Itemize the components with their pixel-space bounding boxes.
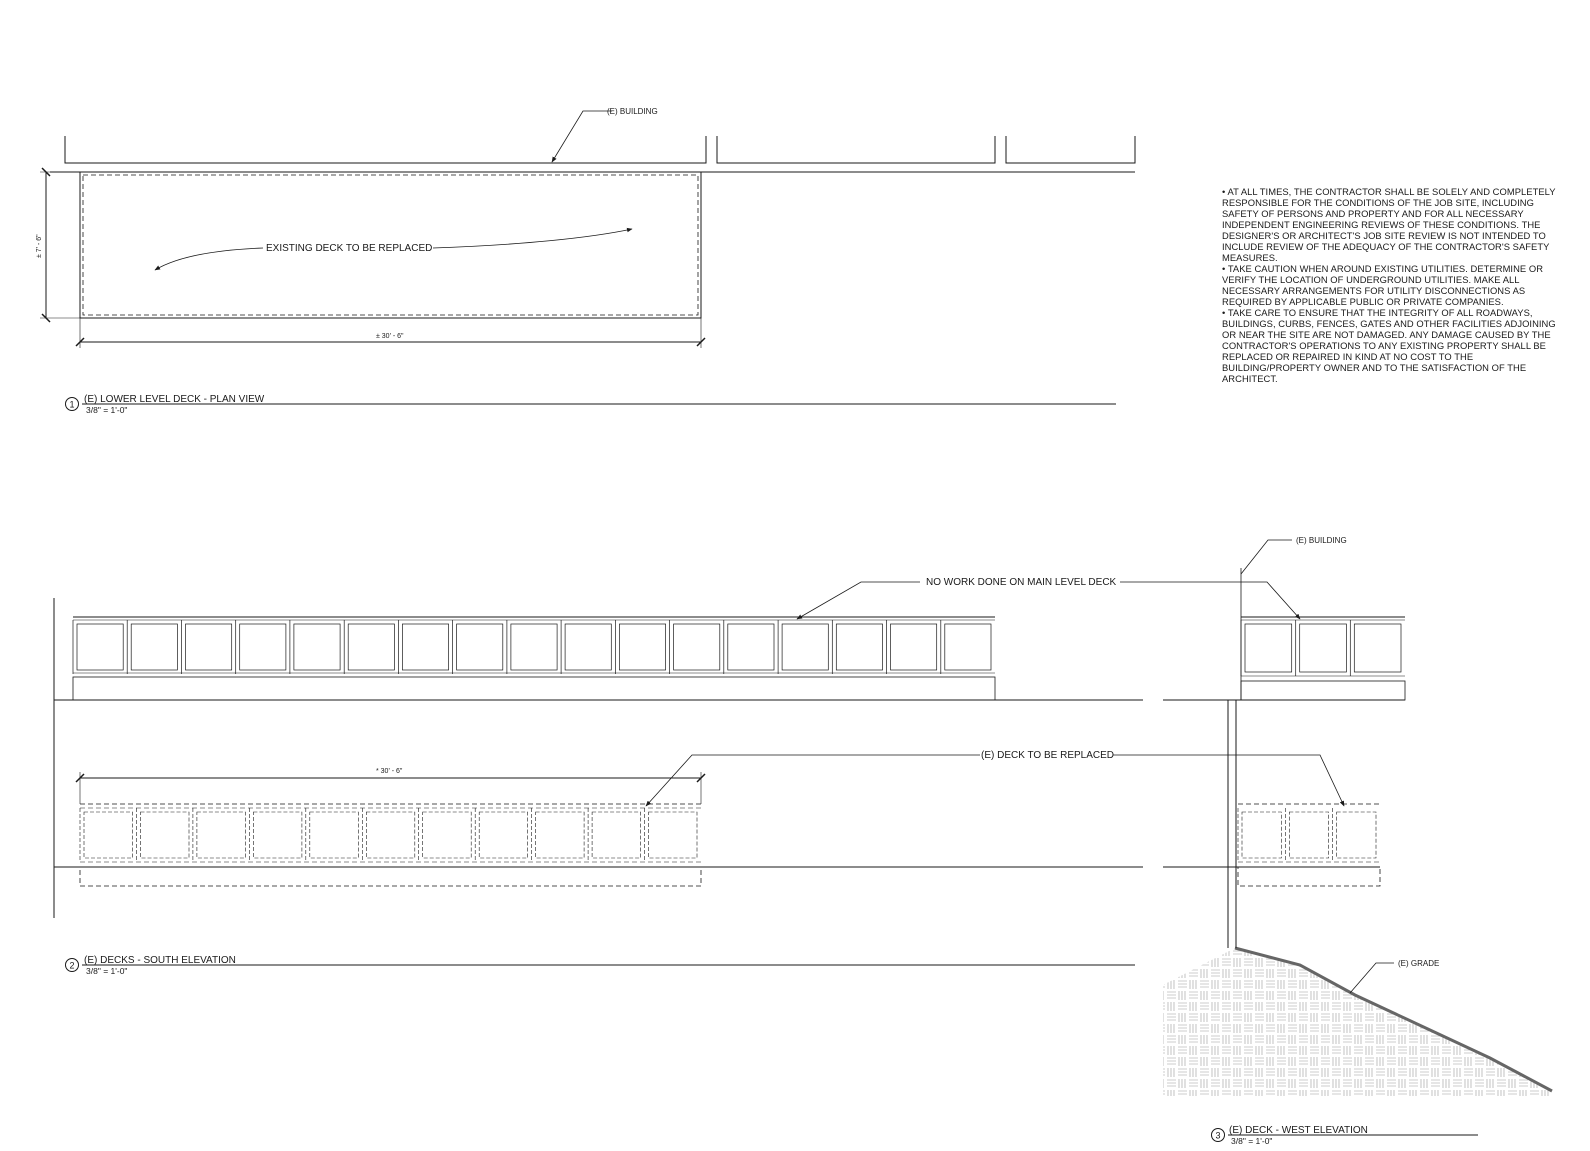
rail-panel	[76, 623, 124, 671]
e-building-label-2: (E) BUILDING	[1296, 536, 1347, 545]
deck-replaced-leader-left	[645, 754, 980, 807]
plan-view	[40, 110, 1136, 411]
rail-panel	[944, 623, 992, 671]
grade-line	[1234, 946, 1553, 1093]
view1-scale: 3/8" = 1'-0"	[86, 405, 127, 415]
deck-outline	[79, 171, 702, 319]
rail-panel	[239, 623, 287, 671]
rail-panel	[402, 623, 449, 671]
rail-panel	[890, 623, 938, 671]
view2-number: 2	[69, 961, 74, 971]
rail-panel-dashed	[535, 811, 585, 859]
rail-panel	[619, 623, 666, 671]
west-elevation	[1163, 539, 1553, 1142]
view2-scale: 3/8" = 1'-0"	[86, 966, 127, 976]
e-building-label-1: (E) BUILDING	[607, 107, 658, 116]
lower-deck-fascia	[79, 866, 702, 887]
rail-panel	[130, 623, 178, 671]
rail-panel	[835, 623, 883, 671]
rail-panel	[1244, 623, 1293, 673]
view2-number-bubble	[65, 958, 79, 972]
rail-panel-dashed	[422, 811, 472, 859]
view1-number: 1	[69, 400, 74, 410]
rail-panel	[1299, 623, 1347, 673]
deck-outline-dashed	[82, 174, 699, 316]
view2-title: (E) DECKS - SOUTH ELEVATION	[84, 955, 236, 966]
rail-panel-dashed	[196, 811, 246, 859]
grade-leader	[1349, 962, 1394, 994]
dim-height-label: ± 7' - 6"	[36, 234, 43, 258]
deck-replaced-leader-right	[1113, 754, 1345, 807]
main-deck-fascia	[72, 676, 996, 701]
rail-panel-dashed	[1241, 811, 1282, 859]
rail-panel-dashed	[1289, 811, 1329, 859]
rail-panel	[564, 623, 612, 671]
rail-panel-dashed	[591, 811, 641, 859]
rail-panel-dashed	[140, 811, 190, 859]
rail-panel	[673, 623, 721, 671]
rail-panel-dashed	[365, 811, 416, 859]
rail-panel	[185, 623, 233, 671]
dim-width-2-label: * 30' - 6"	[376, 768, 403, 775]
rail-panel	[456, 623, 504, 671]
deck-arrow-right	[432, 227, 633, 249]
view3-number-bubble	[1211, 1128, 1225, 1142]
note-item: • TAKE CARE TO ENSURE THAT THE INTEGRITY…	[1222, 307, 1556, 384]
rail-panel	[727, 623, 775, 671]
building-wall-2	[716, 136, 996, 164]
rail-panel-dashed	[478, 811, 529, 859]
rail-panel	[347, 623, 395, 671]
e-grade-label: (E) GRADE	[1398, 959, 1439, 968]
dim-width-label: ± 30' - 6"	[376, 333, 404, 340]
deck-replaced-label: (E) DECK TO BE REPLACED	[981, 750, 1114, 761]
view3-scale: 3/8" = 1'-0"	[1231, 1136, 1272, 1146]
ground-hatch	[1163, 948, 1550, 1096]
rail-panel	[781, 623, 829, 671]
no-work-leader-right	[1120, 581, 1301, 620]
rail-panel-dashed	[83, 811, 133, 859]
no-work-label: NO WORK DONE ON MAIN LEVEL DECK	[926, 577, 1117, 588]
general-notes: • AT ALL TIMES, THE CONTRACTOR SHALL BE …	[1222, 186, 1562, 384]
view1-number-bubble	[65, 397, 79, 411]
rail-panel-dashed	[1336, 811, 1377, 859]
note-item: • AT ALL TIMES, THE CONTRACTOR SHALL BE …	[1222, 186, 1556, 263]
building-leader	[551, 110, 612, 163]
view1-title: (E) LOWER LEVEL DECK - PLAN VIEW	[84, 394, 265, 405]
south-elevation	[53, 581, 1345, 972]
main-rail-panels	[72, 620, 992, 674]
view3-title: (E) DECK - WEST ELEVATION	[1229, 1125, 1368, 1136]
rail-panel-dashed	[253, 811, 303, 859]
building-leader-west	[1240, 539, 1292, 575]
rail-panel	[510, 623, 558, 671]
no-work-leader-left	[796, 581, 920, 620]
note-item: • TAKE CAUTION WHEN AROUND EXISTING UTIL…	[1222, 263, 1544, 307]
building-wall-3	[1005, 136, 1136, 164]
deck-arrow-left	[154, 247, 264, 271]
lower-rail-panels	[79, 808, 698, 862]
existing-deck-label: EXISTING DECK TO BE REPLACED	[266, 243, 432, 254]
rail-panel	[293, 623, 341, 671]
view3-number: 3	[1215, 1131, 1220, 1141]
rail-panel	[1353, 623, 1402, 673]
building-wall-1	[64, 136, 707, 164]
rail-panel-dashed	[309, 811, 359, 859]
rail-panel-dashed	[648, 811, 698, 859]
